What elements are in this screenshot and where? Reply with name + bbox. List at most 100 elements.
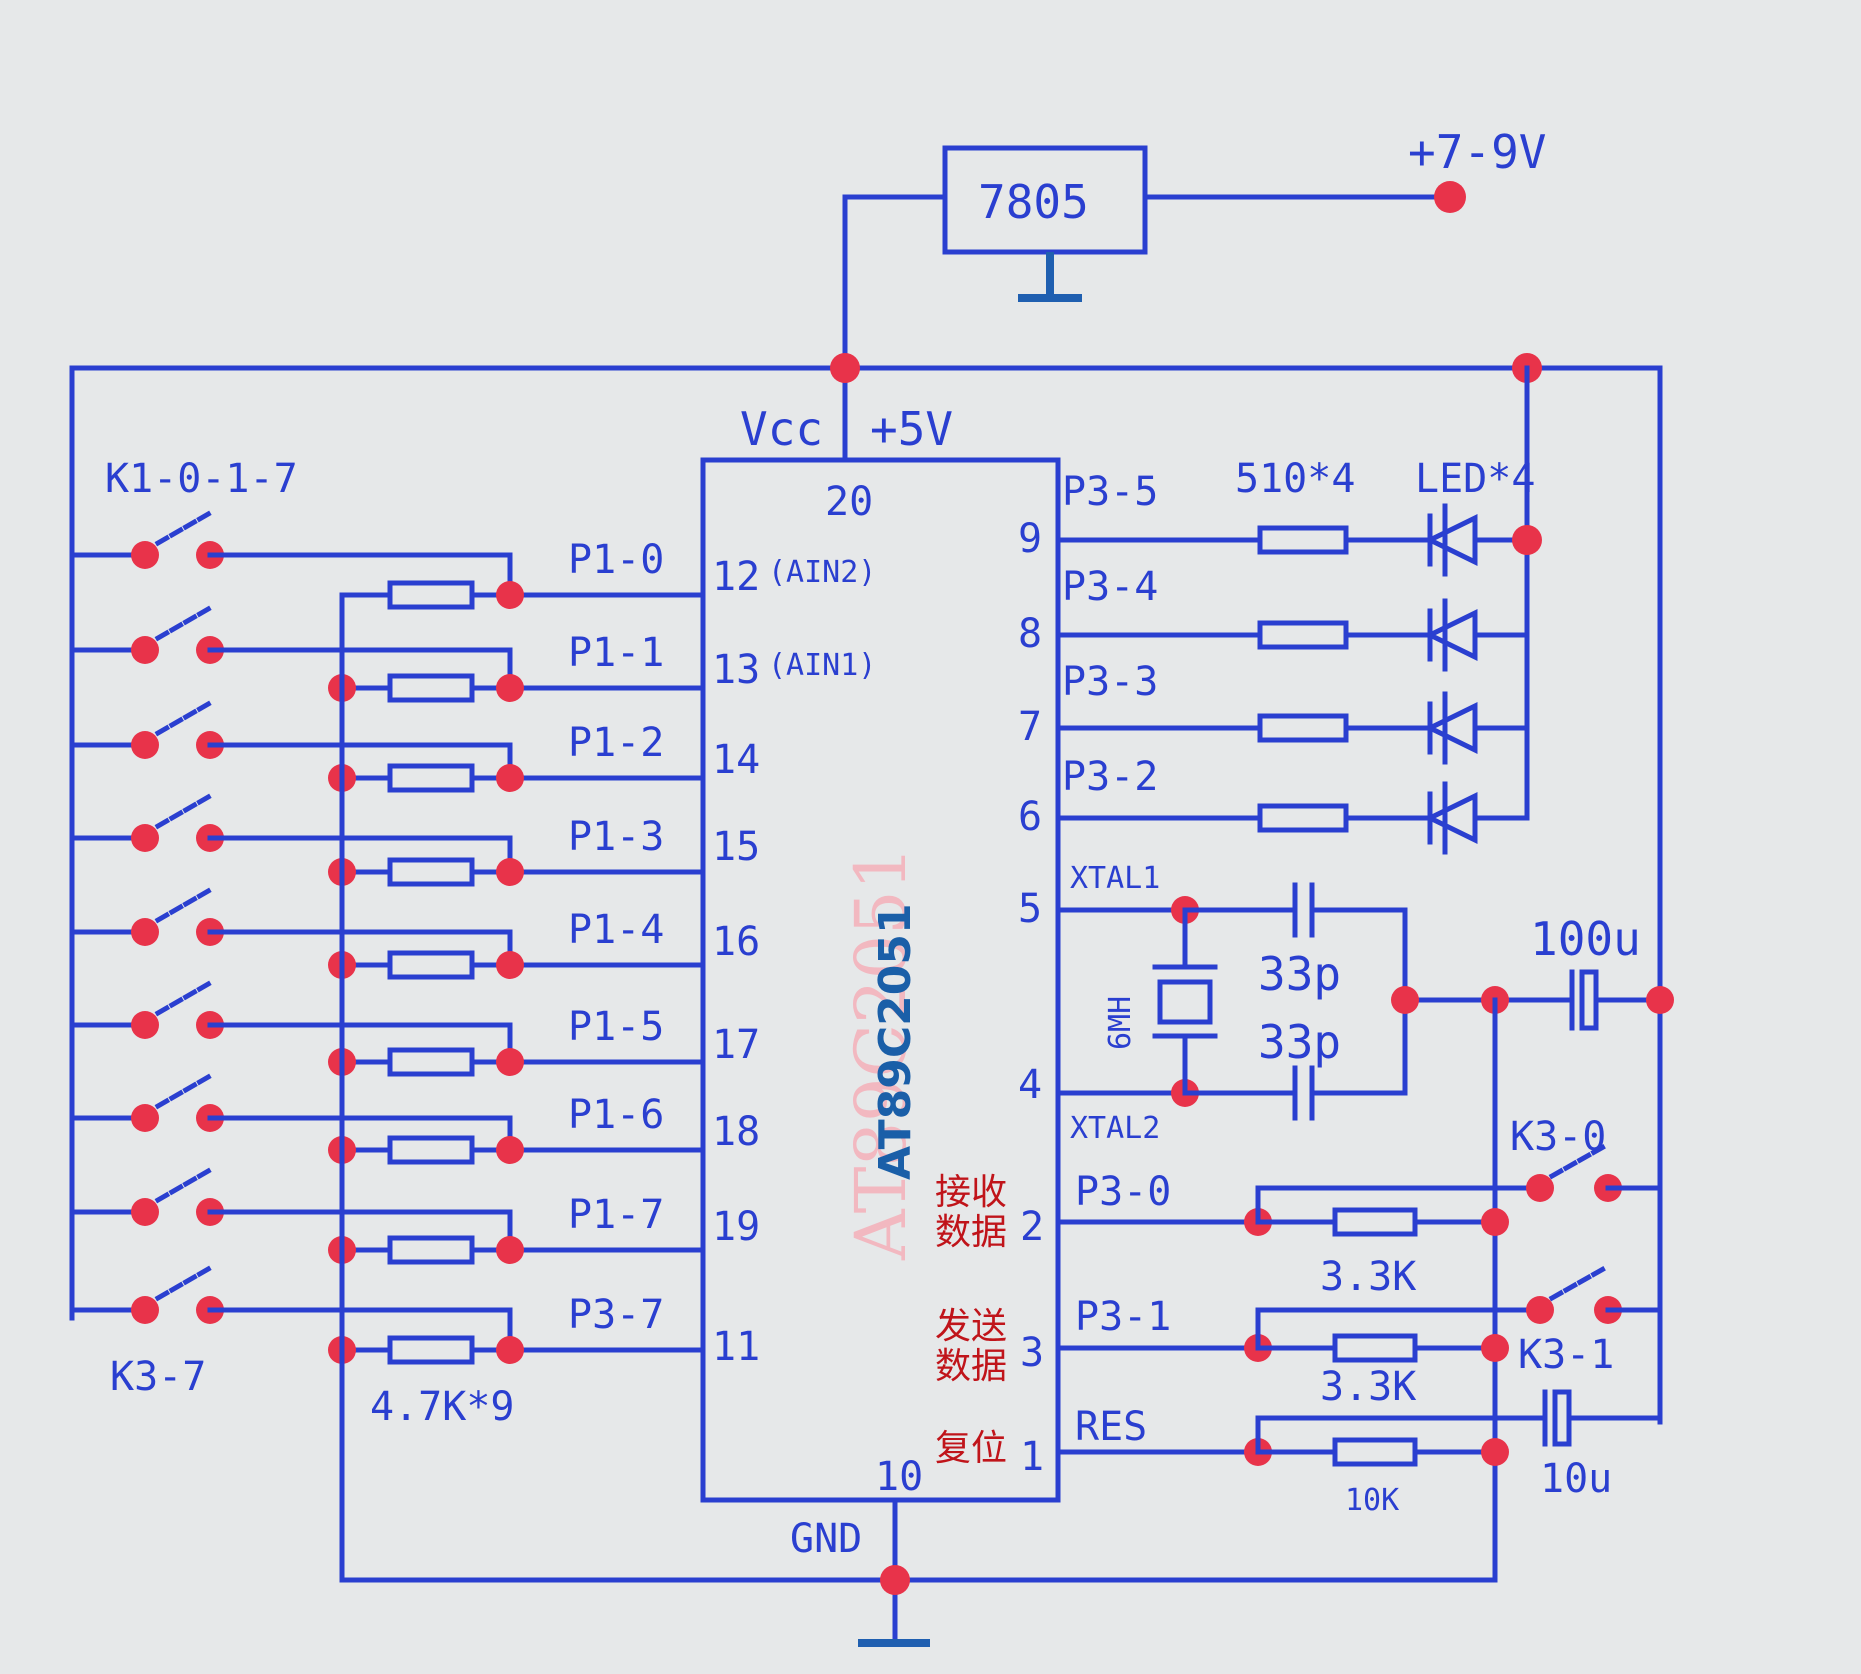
- receive-annotation-line1: 接收: [935, 1172, 1007, 1213]
- right-pin-number-7: 3: [1020, 1330, 1044, 1376]
- cap-100u-label: 100u: [1530, 912, 1641, 966]
- led-resistor-2: [1257, 713, 1349, 743]
- send-annotation-line1: 发送: [935, 1306, 1007, 1347]
- vcc-label: Vcc: [740, 402, 823, 456]
- pullup-label: 4.7K*9: [370, 1384, 515, 1430]
- r-res-label: 10K: [1345, 1483, 1399, 1518]
- vcc-node: [830, 353, 860, 383]
- port-label-6: P1-6: [568, 1092, 664, 1138]
- pin-node-2: [496, 764, 524, 792]
- reset-annotation: 复位: [935, 1428, 1007, 1469]
- switch-lever-icon-8: [154, 1264, 214, 1302]
- port-label-3: P1-3: [568, 814, 664, 860]
- pin-number-1: 13: [712, 647, 760, 693]
- lower-switch-a-1: [1526, 1296, 1554, 1324]
- pin-node-3: [496, 858, 524, 886]
- lower-top-wire-2: [1255, 1415, 1548, 1455]
- pin-number-8: 11: [712, 1324, 760, 1370]
- pin-node-1: [496, 674, 524, 702]
- led-resistor-label: 510*4: [1235, 456, 1355, 502]
- right-port-label-6: P3-0: [1075, 1169, 1171, 1215]
- k31-label: K3-1: [1518, 1332, 1614, 1378]
- pullup-resistor-4: [387, 950, 475, 980]
- pullup-resistor-6: [387, 1135, 475, 1165]
- right-pin-number-4: 5: [1018, 886, 1042, 932]
- pin-10-label: 10: [875, 1454, 923, 1500]
- pin-number-5: 17: [712, 1022, 760, 1068]
- right-port-label-5: XTAL2: [1070, 1111, 1160, 1146]
- port-label-5: P1-5: [568, 1004, 664, 1050]
- port-label-7: P1-7: [568, 1192, 664, 1238]
- pullup-bus: [339, 592, 1498, 1583]
- right-pin-number-6: 2: [1020, 1204, 1044, 1250]
- right-port-label-8: RES: [1075, 1404, 1147, 1450]
- pullup-resistor-5: [387, 1047, 475, 1077]
- input-voltage-label: +7-9V: [1408, 125, 1546, 179]
- switch-contact-a-5: [131, 1011, 159, 1039]
- pin-number-0: 12: [712, 554, 760, 600]
- switch-contact-a-8: [131, 1296, 159, 1324]
- pin-number-2: 14: [712, 737, 760, 783]
- led-icon-1: [1424, 608, 1478, 662]
- switch-contact-a-1: [131, 636, 159, 664]
- switch-bank-bottom-label: K3-7: [110, 1354, 206, 1400]
- switch-lever-icon-4: [154, 886, 214, 924]
- right-port-label-2: P3-3: [1062, 659, 1158, 705]
- right-port-label-0: P3-5: [1062, 469, 1158, 515]
- right-pin-number-8: 1: [1020, 1434, 1044, 1480]
- mcu-body: [700, 457, 1061, 1503]
- pin-node-5: [496, 1048, 524, 1076]
- k30-label: K3-0: [1510, 1114, 1606, 1160]
- gnd-label: GND: [790, 1516, 862, 1562]
- port-label-4: P1-4: [568, 907, 664, 953]
- cap-10u-label: 10u: [1540, 1456, 1612, 1502]
- crystal-label: 6MH: [1103, 996, 1138, 1050]
- lower-node-right-2: [1481, 1438, 1509, 1466]
- pin-node-8: [496, 1336, 524, 1364]
- pullup-resistor-8: [387, 1335, 475, 1365]
- pin-node-6: [496, 1136, 524, 1164]
- lower-node-right-0: [1481, 1208, 1509, 1236]
- lower-resistor-2: [1332, 1437, 1418, 1467]
- v5-label: +5V: [870, 402, 953, 456]
- r-p30-label: 3.3K: [1320, 1254, 1416, 1300]
- regulator-label: 7805: [978, 175, 1089, 229]
- lower-top-wire-1: [1255, 1307, 1543, 1351]
- send-annotation-line2: 数据: [935, 1346, 1007, 1387]
- right-port-label-3: P3-2: [1062, 754, 1158, 800]
- chip-name: AT89C2051: [870, 903, 921, 1180]
- r-p31-label: 3.3K: [1320, 1364, 1416, 1410]
- receive-annotation-line2: 数据: [935, 1212, 1007, 1253]
- pin-number-4: 16: [712, 919, 760, 965]
- switch-lever-icon-0: [154, 509, 214, 547]
- pin-number-3: 15: [712, 824, 760, 870]
- pin-node-4: [496, 951, 524, 979]
- led-label: LED*4: [1415, 456, 1535, 502]
- right-pin-number-3: 6: [1018, 794, 1042, 840]
- right-port-label-4: XTAL1: [1070, 861, 1160, 896]
- lower-switch-lever-icon-0: [1548, 1142, 1609, 1180]
- regulator-7805: [942, 145, 1148, 255]
- regulator-output-wire: [842, 194, 948, 371]
- cap-common-node: [1391, 986, 1419, 1014]
- led-resistor-0: [1257, 525, 1349, 555]
- lower-switch-lever-icon-1: [1548, 1264, 1609, 1302]
- right-port-label-7: P3-1: [1075, 1294, 1171, 1340]
- port-label-1: P1-1: [568, 630, 664, 676]
- lower-resistor-0: [1332, 1207, 1418, 1237]
- chip-watermark: AT89C2051: [840, 846, 922, 1261]
- port-label-0: P1-0: [568, 537, 664, 583]
- switch-bank-top-label: K1-0-1-7: [105, 456, 298, 502]
- lower-resistor-1: [1332, 1333, 1418, 1363]
- pullup-resistor-7: [387, 1235, 475, 1265]
- switch-lever-icon-6: [154, 1072, 214, 1110]
- switch-lever-icon-3: [154, 792, 214, 830]
- pin-number-7: 19: [712, 1204, 760, 1250]
- led-icon-0: [1424, 513, 1478, 567]
- switch-contact-a-4: [131, 918, 159, 946]
- switch-lever-icon-1: [154, 604, 214, 642]
